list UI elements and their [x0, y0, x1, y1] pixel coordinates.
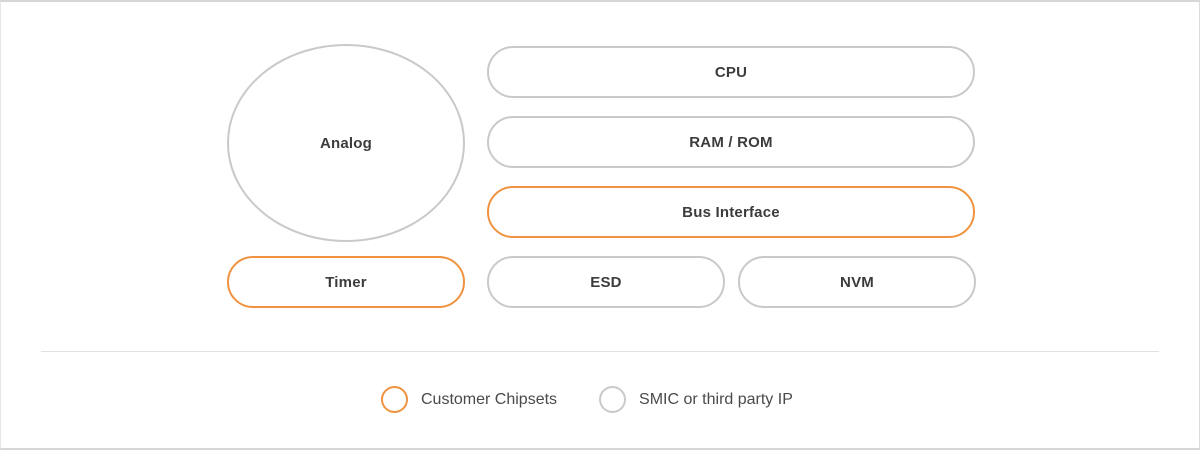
node-analog-label: Analog	[319, 134, 373, 152]
legend-item-smic-third-party-ip: SMIC or third party IP	[599, 386, 793, 413]
node-analog: Analog	[227, 44, 465, 242]
node-nvm-label: NVM	[840, 273, 874, 291]
legend-label-customer-chipsets: Customer Chipsets	[421, 390, 558, 408]
node-cpu-label: CPU	[714, 63, 748, 81]
node-esd-label: ESD	[590, 273, 622, 291]
legend-divider	[41, 351, 1159, 352]
customer-swatch-icon	[381, 386, 408, 413]
node-cpu: CPU	[487, 46, 975, 98]
node-nvm: NVM	[738, 256, 976, 308]
node-ram-rom: RAM / ROM	[487, 116, 975, 168]
node-timer: Timer	[227, 256, 465, 308]
legend: Customer Chipsets SMIC or third party IP	[381, 386, 793, 413]
legend-label-smic-third-party-ip: SMIC or third party IP	[639, 390, 793, 408]
node-ram-rom-label: RAM / ROM	[689, 133, 773, 151]
smic-swatch-icon	[599, 386, 627, 413]
legend-item-customer-chipsets: Customer Chipsets	[381, 386, 557, 413]
node-timer-label: Timer	[325, 273, 367, 291]
node-bus-interface-label: Bus Interface	[682, 203, 780, 221]
node-bus-interface: Bus Interface	[487, 186, 975, 238]
node-esd: ESD	[487, 256, 725, 308]
